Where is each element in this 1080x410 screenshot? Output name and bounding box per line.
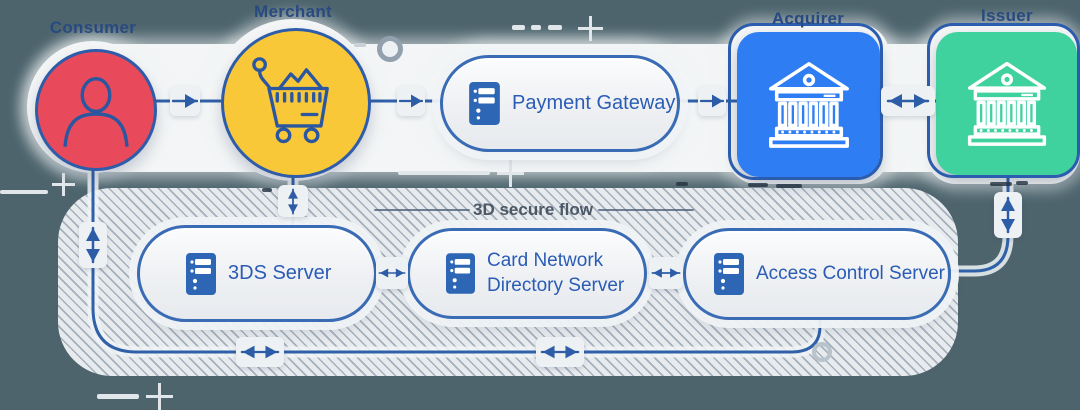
bank-icon [961, 55, 1053, 152]
dash-decoration [531, 25, 541, 30]
plus-decoration [497, 160, 524, 187]
arrow-merchant-3ds [278, 185, 308, 217]
ring-decoration [812, 342, 832, 362]
ink-mark [748, 183, 768, 187]
dash-decoration [0, 190, 48, 194]
arrow-right-icon [172, 92, 198, 110]
node-access-control-server: Access Control Server [683, 228, 951, 320]
ink-mark [1016, 181, 1028, 185]
server-icon [714, 253, 744, 295]
arrow-3ds-directory [376, 257, 408, 289]
ring-decoration [377, 36, 403, 62]
node-3ds-server: 3DS Server [137, 225, 377, 322]
bank-icon [762, 55, 856, 154]
merchant-label: Merchant [254, 2, 332, 21]
dash-decoration [354, 43, 366, 47]
arrow-bottom-left [236, 337, 284, 367]
shopping-cart-icon [244, 51, 348, 156]
ink-mark [262, 188, 272, 192]
arrow-bottom-right [536, 337, 584, 367]
acquirer-label: Acquirer [771, 9, 845, 28]
arrow-double-horizontal-icon [240, 343, 280, 361]
dash-decoration [398, 171, 490, 175]
arrow-double-horizontal-icon [886, 92, 930, 110]
consumer-label: Consumer [49, 18, 137, 37]
directory-server-text: Card Network Directory Server [487, 249, 625, 296]
arrow-merchant-to-gateway [397, 86, 425, 116]
arrow-issuer-acs [994, 192, 1022, 238]
node-acquirer [728, 23, 883, 180]
node-issuer [927, 23, 1080, 178]
node-consumer [35, 49, 157, 171]
arrow-directory-acs [649, 257, 683, 289]
ink-mark [776, 184, 802, 188]
ink-mark [990, 182, 1012, 186]
server-icon [186, 252, 216, 295]
dash-decoration [548, 25, 562, 30]
arrow-double-vertical-icon [999, 196, 1017, 234]
secure-flow-rule-left [374, 209, 470, 211]
plus-decoration [52, 173, 75, 196]
arrow-acquirer-issuer [881, 86, 935, 116]
arrow-double-horizontal-icon [540, 343, 580, 361]
person-icon [53, 60, 139, 161]
node-payment-gateway: Payment Gateway [440, 55, 680, 152]
dash-decoration [512, 25, 525, 30]
arrow-right-icon [700, 92, 724, 110]
server-icon [446, 253, 475, 294]
arrow-double-vertical-icon [84, 226, 102, 264]
arrow-gateway-to-acquirer [698, 86, 726, 116]
node-merchant [221, 28, 371, 178]
secure-flow-label: 3D secure flow [473, 200, 593, 219]
arrow-right-icon [399, 92, 423, 110]
ink-mark [676, 182, 688, 186]
arrow-double-horizontal-icon [378, 264, 406, 282]
arrow-consumer-flow [79, 222, 107, 268]
arrow-double-horizontal-icon [651, 264, 681, 282]
server-icon [469, 82, 500, 125]
secure-flow-rule-right [598, 209, 694, 211]
node-directory-server: Card Network Directory Server [407, 228, 647, 319]
arrow-consumer-to-merchant [170, 86, 200, 116]
payment-gateway-text: Payment Gateway [512, 92, 676, 114]
access-control-server-text: Access Control Server [756, 263, 946, 284]
dash-decoration [97, 394, 139, 399]
plus-decoration [578, 16, 603, 41]
3ds-server-text: 3DS Server [228, 262, 332, 284]
issuer-label: Issuer [981, 6, 1033, 25]
arrow-double-vertical-icon [285, 188, 301, 215]
plus-decoration [146, 383, 173, 410]
